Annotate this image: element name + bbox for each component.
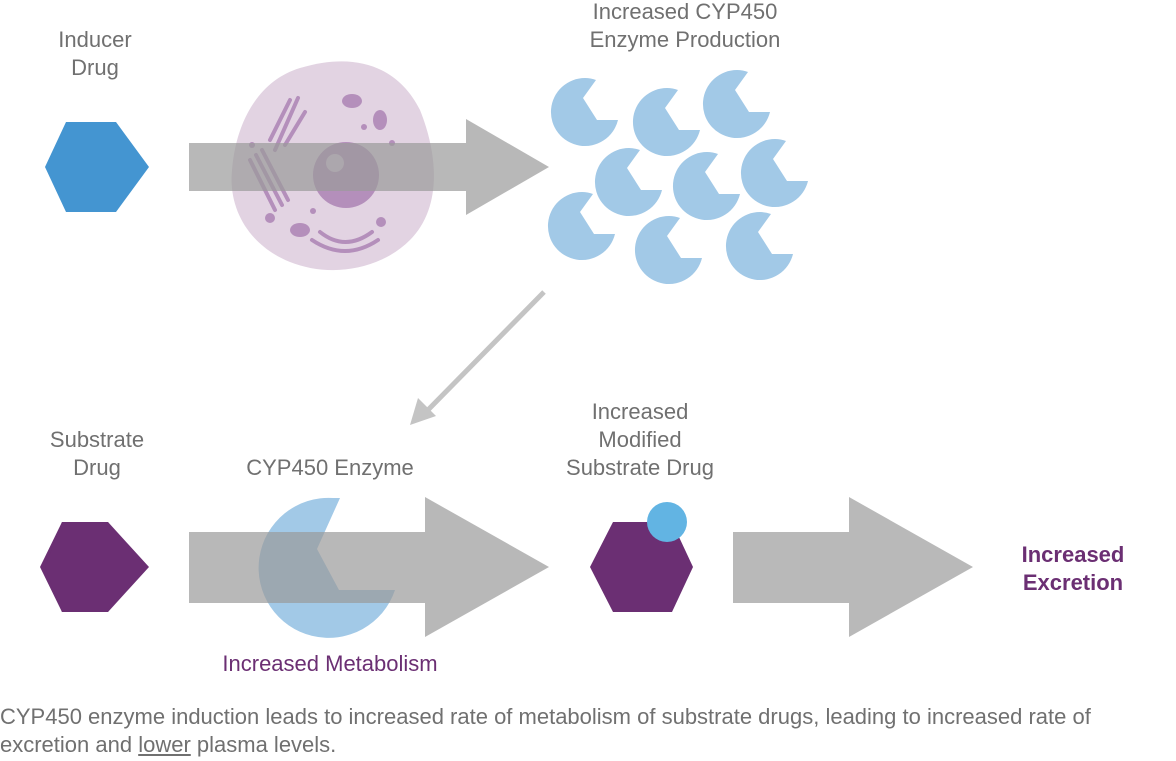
enzyme-icon: [632, 87, 700, 156]
inducer-drug-hexagon: [45, 122, 149, 212]
enzyme-icon: [740, 138, 808, 207]
label-line: Increased: [1021, 542, 1125, 567]
label-line: Inducer: [58, 27, 132, 52]
caption-text-end: plasma levels.: [190, 732, 337, 757]
label-line: Substrate Drug: [566, 455, 714, 480]
arrow-metabolism: [189, 497, 549, 637]
enzyme-icon: [550, 77, 618, 146]
enzyme-icon: [634, 215, 702, 284]
label-line: Increased: [591, 399, 689, 424]
modified-substrate-icon: [590, 502, 693, 612]
enzyme-icon: [672, 151, 740, 220]
cyp450-enzyme-label: CYP450 Enzyme: [246, 455, 414, 480]
arrow-induction: [189, 119, 549, 215]
enzyme-icon: [725, 211, 793, 280]
enzyme-production-label: Increased CYP450 Enzyme Production: [540, 0, 830, 54]
label-line: Drug: [71, 55, 119, 80]
modified-substrate-label: Increased Modified Substrate Drug: [540, 398, 740, 482]
increased-excretion-label: Increased Excretion: [1000, 541, 1146, 597]
label-line: Enzyme Production: [589, 27, 781, 52]
inducer-drug-label: Inducer Drug: [40, 26, 150, 82]
enzyme-icon: [594, 147, 662, 216]
arrow-diagonal: [410, 290, 546, 425]
label-line: Excretion: [1022, 570, 1124, 595]
caption-text: CYP450 enzyme induction leads to increas…: [0, 704, 1091, 757]
increased-metabolism-label: Increased Metabolism: [222, 651, 438, 676]
arrow-excretion: [733, 497, 973, 637]
caption-underlined: lower: [138, 732, 191, 757]
label-line: Modified: [598, 427, 682, 452]
enzyme-cluster: [547, 69, 808, 284]
enzyme-icon: [702, 69, 770, 138]
label-line: Drug: [73, 455, 121, 480]
caption: CYP450 enzyme induction leads to increas…: [0, 703, 1176, 759]
label-line: Substrate: [49, 427, 145, 452]
label-line: Increased CYP450: [592, 0, 778, 24]
substrate-drug-label: Substrate Drug: [30, 426, 164, 482]
